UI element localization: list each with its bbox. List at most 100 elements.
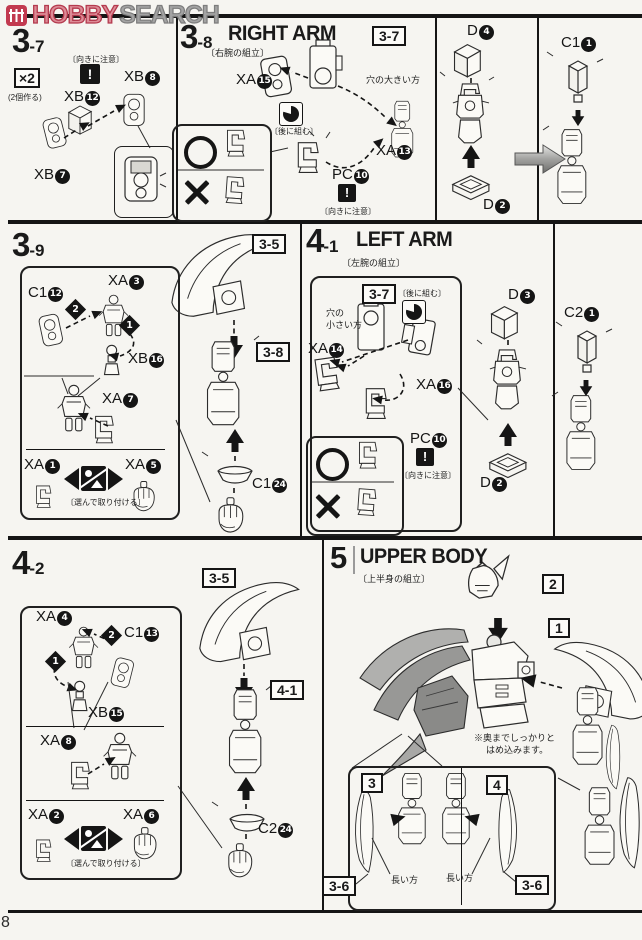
left-arrow-icon [64, 827, 79, 850]
section-subtitle: 〔上半身の組立〕 [358, 574, 431, 584]
section-heading-3-9: 3-9 [12, 228, 44, 261]
select-note: 〔選んで取り付ける〕 [66, 498, 146, 507]
orientation-note: 〔向きに注意〕 [320, 207, 376, 216]
section-heading-3-8: 3-8 [180, 20, 212, 53]
heading-number: 4 [306, 222, 324, 259]
section-heading-3-7: 3-7 [12, 24, 44, 57]
section-5: 5 UPPER BODY 〔上半身の組立〕 2 1 ※奥までしっかりと はめ込み… [322, 538, 642, 911]
ref-box-2: 2 [542, 574, 564, 595]
step-1-marker: 1 [44, 650, 67, 673]
step-box [20, 606, 182, 880]
select-note: 〔選んで取り付ける〕 [66, 859, 146, 868]
assemble-later-note: 〔後に組む〕 [270, 127, 318, 136]
col-divider-42-5 [322, 539, 324, 910]
watermark-search: SEARCH [119, 0, 221, 29]
top-rule [8, 14, 642, 18]
choice-icon [81, 826, 106, 851]
left-arrow-icon [64, 467, 79, 490]
ok-ng-parts [312, 441, 394, 517]
heading-suffix: -9 [29, 241, 45, 260]
fin-box-divider [461, 768, 463, 905]
step-divider [26, 800, 164, 802]
ref-box-3-8: 3-8 [256, 342, 291, 363]
push-firmly-note-line1: ※奥までしっかりと [474, 733, 556, 743]
section-subtitle: 〔左腕の組立〕 [342, 258, 406, 268]
section-title: RIGHT ARM [228, 22, 337, 45]
assemble-later-icon [402, 300, 426, 324]
col-divider-d-c1 [537, 17, 539, 220]
warning-icon: ! [416, 448, 434, 466]
select-attach-icon [64, 466, 123, 491]
step-box [310, 276, 462, 532]
step-2-marker: 2 [100, 624, 123, 647]
ref-box-3-6-right: 3-6 [515, 875, 550, 896]
step-box [20, 266, 180, 520]
step-divider [26, 726, 164, 728]
section-4-1: 4-1 LEFT ARM 〔左腕の組立〕 3-7 〔後に組む〕 穴の 小さい方 … [300, 222, 642, 536]
correct-mark-icon [316, 448, 349, 481]
hole-size-note: 穴の大きい方 [366, 75, 421, 85]
heading-number: 3 [12, 22, 30, 59]
right-arrow-icon [108, 827, 123, 850]
step-2-marker: 2 [64, 298, 87, 321]
row-divider-2 [8, 536, 642, 540]
assemble-later-icon [279, 102, 303, 126]
heading-number: 3 [12, 226, 30, 263]
parts-diagram-5 [351, 555, 642, 885]
ref-box-4-1: 4-1 [270, 680, 305, 701]
ref-box-3-5: 3-5 [252, 234, 287, 255]
hole-size-note-line2: 小さい方 [326, 320, 363, 330]
correct-mark-icon [184, 136, 217, 169]
heading-divider [353, 546, 355, 574]
heading-suffix: -7 [29, 37, 45, 56]
parts-diagram-3-7 [41, 93, 167, 202]
parts-diagram-3-9 [24, 234, 275, 533]
orientation-note: 〔向きに注意〕 [68, 55, 124, 64]
row-divider-1 [8, 220, 642, 224]
ref-box-3-7: 3-7 [362, 284, 397, 305]
ref-box-3-7: 3-7 [372, 26, 407, 47]
detail-inset-box [114, 146, 174, 218]
parts-diagram-3-8-d [439, 44, 495, 201]
section-heading-4-1: 4-1 [306, 224, 338, 257]
heading-suffix: -2 [29, 559, 45, 578]
hobbysearch-logo-icon [6, 5, 27, 26]
section-subtitle: 〔右腕の組立〕 [206, 48, 270, 58]
col-divider-37-38 [176, 16, 178, 220]
ok-ng-box [172, 124, 272, 222]
push-firmly-note-line2: はめ込みます。 [486, 745, 549, 755]
hole-size-note-line1: 穴の [326, 308, 345, 318]
ref-box-3-6-left: 3-6 [322, 876, 357, 897]
ok-ng-box [306, 436, 404, 536]
heading-number: 3 [180, 18, 198, 55]
longer-side-note-left: 長い方 [391, 875, 419, 885]
col-divider-39-41 [300, 223, 302, 536]
section-title: LEFT ARM [356, 228, 453, 251]
choice-icon [81, 466, 106, 491]
